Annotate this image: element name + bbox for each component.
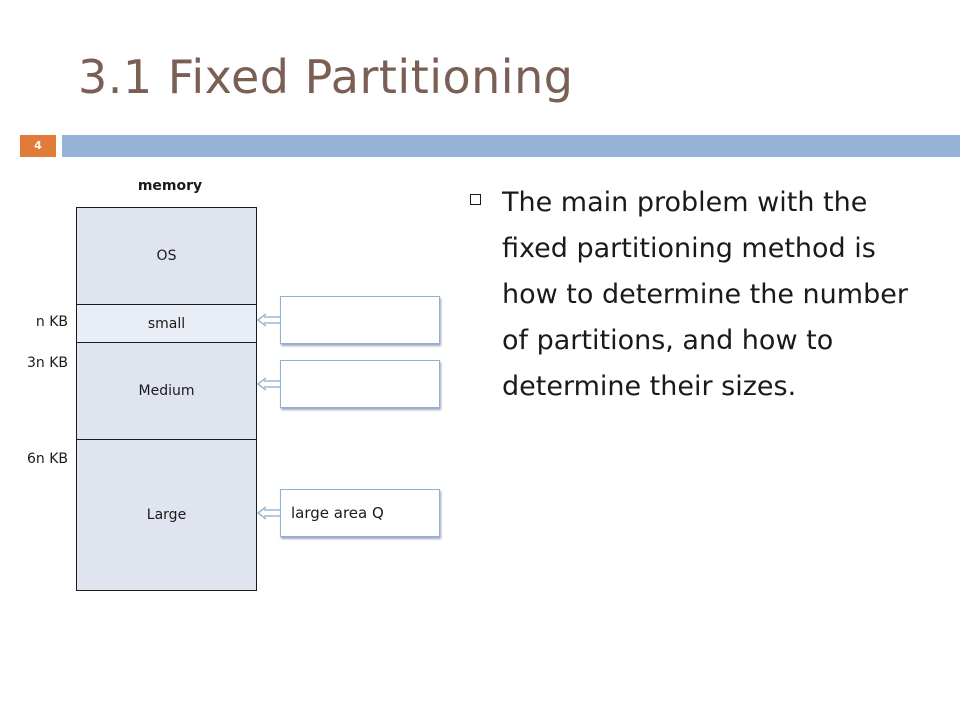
arrow-left-icon xyxy=(256,506,280,520)
queue-box-small xyxy=(280,296,440,344)
square-bullet-icon xyxy=(470,194,481,205)
queue-box-medium xyxy=(280,360,440,408)
slide-number: 4 xyxy=(20,135,56,157)
title-divider-bar xyxy=(62,135,960,157)
partition-small: small xyxy=(77,304,256,342)
address-label-6n-kb: 6n KB xyxy=(26,451,68,467)
arrow-left-icon xyxy=(256,313,280,327)
arrow-left-icon xyxy=(256,377,280,391)
partition-os: OS xyxy=(77,208,256,304)
memory-column: OS small Medium Large xyxy=(76,207,257,591)
memory-label: memory xyxy=(137,178,203,194)
partition-large: Large xyxy=(77,439,256,590)
address-label-n-kb: n KB xyxy=(35,314,68,330)
bullet-text: The main problem with the fixed partitio… xyxy=(502,187,908,402)
slide-title: 3.1 Fixed Partitioning xyxy=(78,50,574,104)
partition-medium: Medium xyxy=(77,342,256,439)
queue-box-large: large area Q xyxy=(280,489,440,537)
address-label-3n-kb: 3n KB xyxy=(26,355,68,371)
